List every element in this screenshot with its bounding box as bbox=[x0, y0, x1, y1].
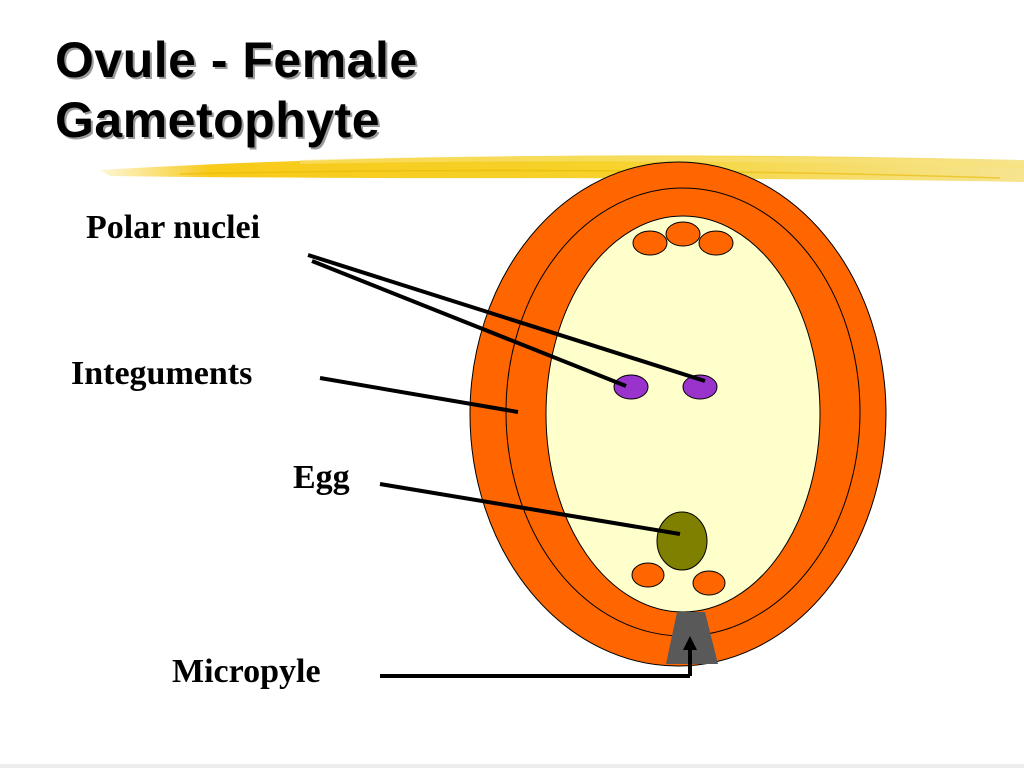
polar-nucleus bbox=[613, 374, 649, 400]
micropyle-arrowhead bbox=[683, 636, 697, 650]
label-integuments: Integuments bbox=[71, 355, 253, 392]
slide-title: Ovule - Female Gametophyte bbox=[55, 30, 418, 150]
slide-bottom-divider bbox=[0, 764, 1024, 768]
label-polar-nuclei: Polar nuclei bbox=[86, 209, 261, 246]
pointer-lines bbox=[307, 253, 706, 678]
antipodal-cell bbox=[665, 221, 701, 247]
synergid-cell bbox=[631, 562, 665, 588]
polar-nucleus bbox=[682, 374, 718, 400]
title-line-2: Gametophyte bbox=[55, 92, 381, 148]
label-egg: Egg bbox=[293, 459, 350, 496]
antipodal-cell bbox=[698, 230, 734, 256]
polar-nuclei-pointer bbox=[311, 259, 627, 388]
egg-cell bbox=[656, 511, 708, 571]
antipodal-cell bbox=[632, 230, 668, 256]
integuments-pointer bbox=[319, 376, 519, 414]
micropyle bbox=[666, 612, 718, 664]
title-line-1: Ovule - Female bbox=[55, 32, 418, 88]
egg-pointer bbox=[379, 482, 681, 536]
synergid-cell bbox=[692, 570, 726, 596]
polar-nuclei-pointer bbox=[307, 253, 706, 383]
label-micropyle: Micropyle bbox=[172, 653, 321, 690]
title-highlight bbox=[100, 155, 1024, 182]
